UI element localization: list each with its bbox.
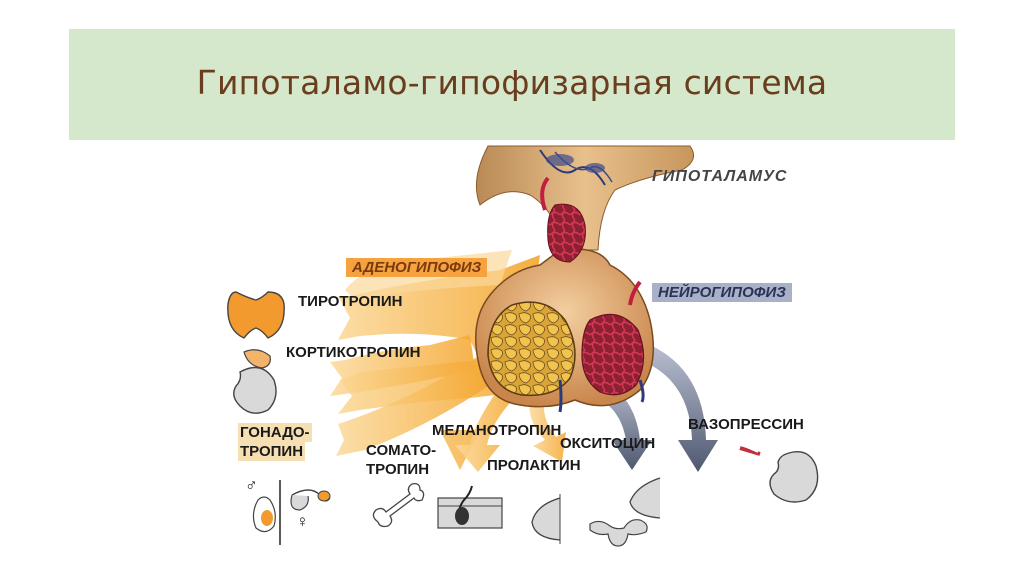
gonads-icon bbox=[252, 480, 331, 545]
label-gonadotropin-1: ГОНАДО- bbox=[238, 423, 312, 442]
label-gonadotropin-2: ТРОПИН bbox=[238, 442, 306, 461]
label-somatotropin-2: ТРОПИН bbox=[366, 461, 430, 478]
hypothalamus-tissue bbox=[475, 145, 695, 251]
title-banner: Гипоталамо-гипофизарная система bbox=[69, 29, 955, 140]
label-hypothalamus: ГИПОТАЛАМУС bbox=[652, 168, 788, 185]
breast-uterus-icon bbox=[589, 477, 661, 547]
label-thyrotropin: ТИРОТРОПИН bbox=[298, 293, 403, 310]
label-vasopressin: ВАЗОПРЕССИН bbox=[688, 416, 804, 433]
bone-icon bbox=[372, 482, 425, 528]
adrenal-kidney-icon bbox=[233, 349, 277, 414]
label-neurohypophysis: НЕЙРОГИПОФИЗ bbox=[652, 283, 792, 302]
pituitary-gland bbox=[475, 176, 655, 413]
breast-icon bbox=[531, 494, 561, 544]
label-oxytocin: ОКСИТОЦИН bbox=[560, 435, 656, 452]
kidney-icon bbox=[739, 445, 819, 503]
skin-hair-icon bbox=[437, 485, 503, 529]
male-symbol-icon: ♂ bbox=[245, 476, 258, 495]
label-adenohypophysis: АДЕНОГИПОФИЗ bbox=[346, 258, 488, 277]
female-symbol-icon: ♀ bbox=[296, 512, 309, 531]
label-prolactin: ПРОЛАКТИН bbox=[487, 457, 581, 474]
slide-title: Гипоталамо-гипофизарная система bbox=[196, 63, 828, 102]
label-somatotropin-1: СОМАТО- bbox=[366, 442, 437, 459]
thyroid-icon bbox=[227, 291, 285, 339]
label-melanotropin: МЕЛАНОТРОПИН bbox=[432, 422, 562, 439]
label-corticotropin: КОРТИКОТРОПИН bbox=[286, 344, 421, 361]
